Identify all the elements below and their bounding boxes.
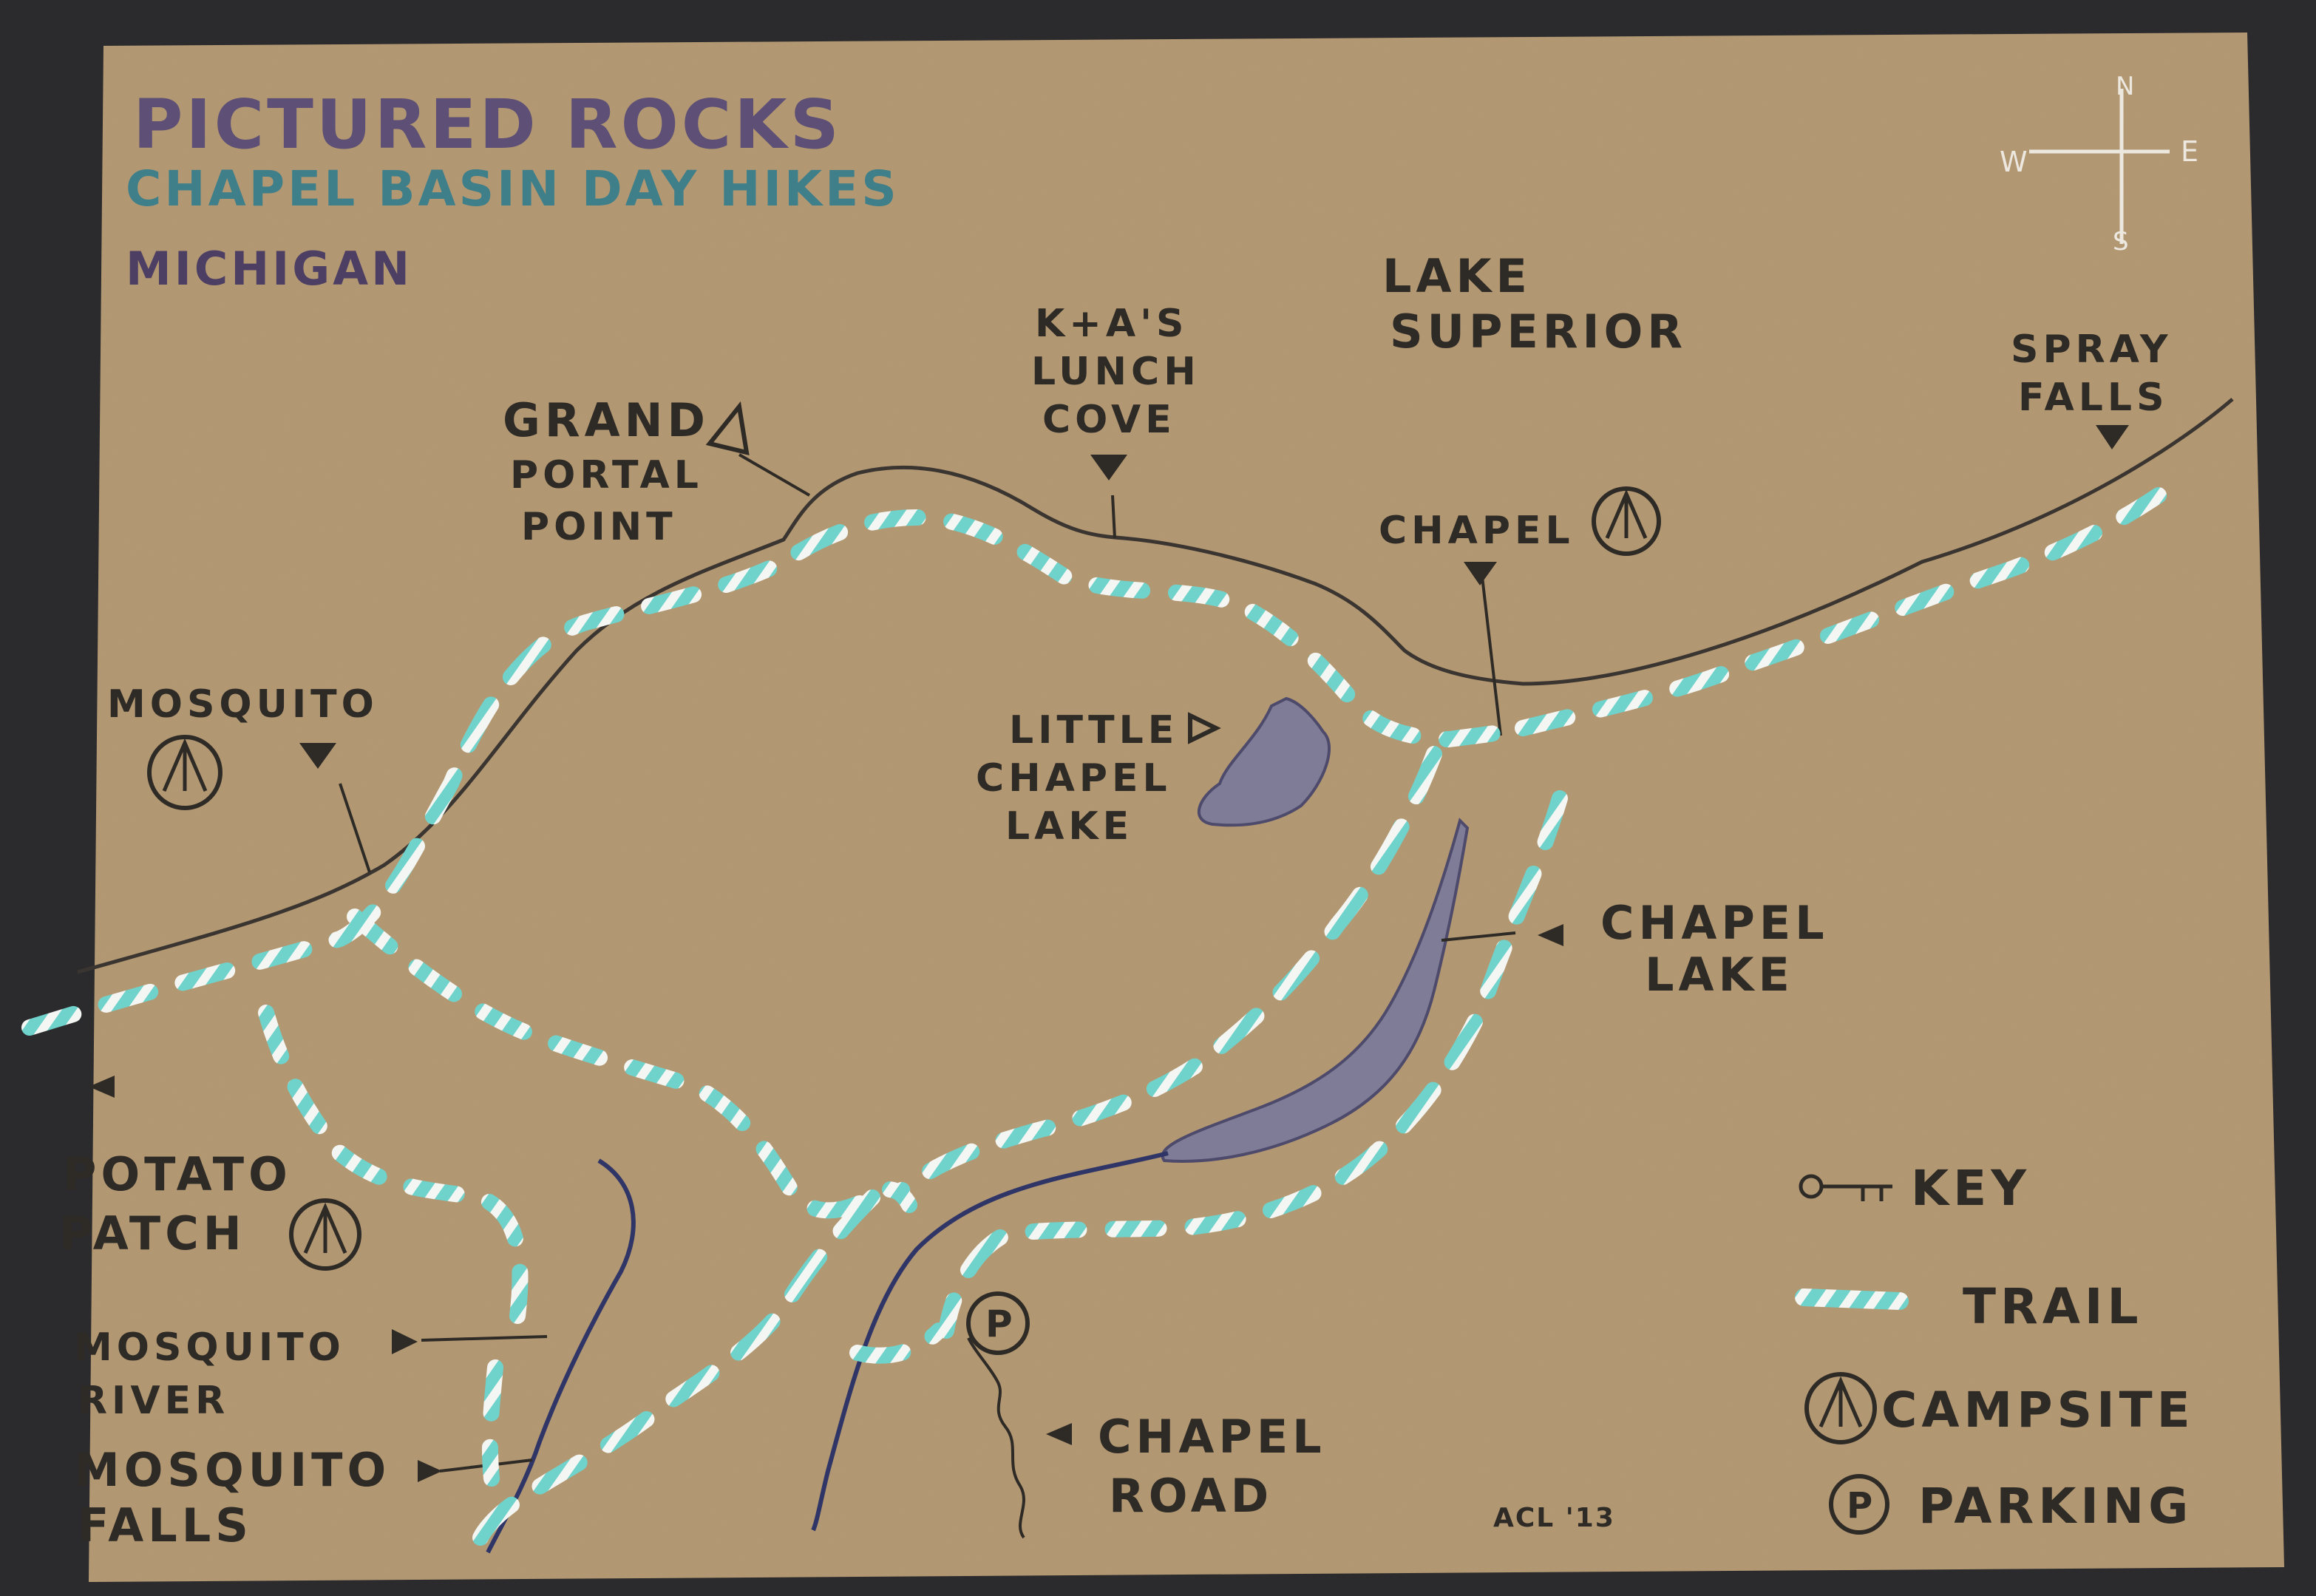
spray-falls-label-1: SPRAY [2011, 327, 2173, 372]
grand-portal-label-3: POINT [521, 505, 677, 549]
chapel-lake-marker-icon [1538, 924, 1563, 946]
lunch-cove-marker-icon [1090, 455, 1127, 481]
map-region: MICHIGAN [126, 242, 412, 296]
map-key: KEY TRAIL CAMPSITE P PARKING [1795, 1160, 2195, 1535]
parking-icon: P [966, 1291, 1030, 1355]
trail-potato-patch [258, 1005, 529, 1324]
key-parking-label: PARKING [1918, 1478, 2193, 1535]
mosquito-marker-icon [299, 743, 336, 769]
potato-patch-label-2: PATCH [59, 1206, 246, 1260]
spray-falls-label-2: FALLS [2018, 376, 2169, 420]
trail-coastal-west [21, 509, 1531, 1036]
chapel-label: CHAPEL [1379, 509, 1575, 553]
mosquito-campsite-icon [147, 735, 223, 810]
pointer-lines [339, 453, 1516, 1473]
potato-patch-campsite-icon [289, 1198, 361, 1271]
key-trail-label: TRAIL [1963, 1278, 2143, 1335]
compass-s: S [2113, 227, 2129, 257]
mosquito-river-marker-icon [392, 1329, 418, 1354]
paper-texture [89, 33, 2284, 1582]
trail-mosquito-river-spur [481, 1359, 503, 1487]
artist-signature: ACL '13 [1493, 1503, 1615, 1533]
chapel-lake-water [1161, 818, 1470, 1163]
little-chapel-lake-label-1: LITTLE [1009, 708, 1178, 753]
little-chapel-lake-marker-icon [1188, 712, 1221, 744]
chapel-lake-label-1: CHAPEL [1600, 896, 1829, 950]
compass-w: W [2000, 146, 2028, 178]
compass-e: E [2181, 135, 2198, 168]
mosquito-falls-label-1: MOSQUITO [74, 1443, 390, 1497]
little-chapel-lake-label-3: LAKE [1005, 804, 1133, 849]
grand-portal-label-2: PORTAL [510, 453, 703, 498]
map-title: PICTURED ROCKS [133, 85, 842, 164]
lunch-cove-label-1: K+A'S [1035, 302, 1188, 346]
svg-text:P: P [985, 1303, 1013, 1345]
chapel-road-label-2: ROAD [1109, 1469, 1273, 1523]
mosquito-label: MOSQUITO [107, 682, 378, 727]
mosquito-river-label-2: RIVER [78, 1379, 229, 1423]
chapel-lake-label-2: LAKE [1645, 948, 1794, 1002]
chapel-road-label-1: CHAPEL [1098, 1410, 1326, 1464]
little-chapel-lake-label-2: CHAPEL [976, 756, 1172, 801]
lake-superior-shoreline [77, 398, 2234, 974]
spray-falls-marker-icon [2096, 425, 2129, 449]
key-icon [1799, 1174, 1892, 1201]
trails [21, 487, 2167, 1546]
chapel-road-line [967, 1337, 1025, 1539]
grand-portal-label-1: GRAND [503, 393, 710, 447]
chapel-road-marker-icon [1046, 1423, 1072, 1445]
trail-chapel-loop-west [894, 746, 1442, 1198]
trail-chapel-loop-east [938, 790, 1568, 1339]
map-subtitle: CHAPEL BASIN DAY HIKES [126, 160, 900, 217]
key-parking-icon: P [1829, 1474, 1889, 1535]
chapel-campsite-icon [1592, 486, 1661, 556]
trail-coastal-east [1515, 487, 2167, 736]
key-trail-swatch [1795, 1288, 1909, 1310]
trail-parking-spur [849, 1322, 947, 1364]
little-chapel-lake-water [1197, 696, 1331, 827]
mosquito-river-label-1: MOSQUITO [74, 1325, 345, 1370]
trail-mosquito-falls [472, 1189, 880, 1546]
grand-portal-marker-icon [705, 401, 750, 455]
compass-n: N [2116, 72, 2134, 101]
lunch-cove-label-3: COVE [1042, 398, 1176, 442]
potato-patch-label-1: POTATO [63, 1147, 292, 1201]
lunch-cove-label-2: LUNCH [1031, 350, 1201, 394]
chapel-creek [811, 1151, 1169, 1532]
key-campsite-label: CAMPSITE [1881, 1382, 2195, 1439]
svg-text:P: P [1847, 1485, 1872, 1527]
chapel-marker-icon [1464, 562, 1497, 585]
compass-rose [2029, 89, 2170, 244]
key-campsite-icon [1804, 1372, 1877, 1444]
mosquito-falls-marker-icon [418, 1460, 442, 1482]
lake-superior-label-2: SUPERIOR [1390, 305, 1687, 359]
potato-patch-marker-icon [89, 1076, 115, 1098]
key-title: KEY [1911, 1160, 2031, 1217]
mosquito-river-water [486, 1158, 636, 1554]
lake-superior-label-1: LAKE [1382, 249, 1532, 303]
mosquito-falls-label-2: FALLS [78, 1498, 253, 1552]
